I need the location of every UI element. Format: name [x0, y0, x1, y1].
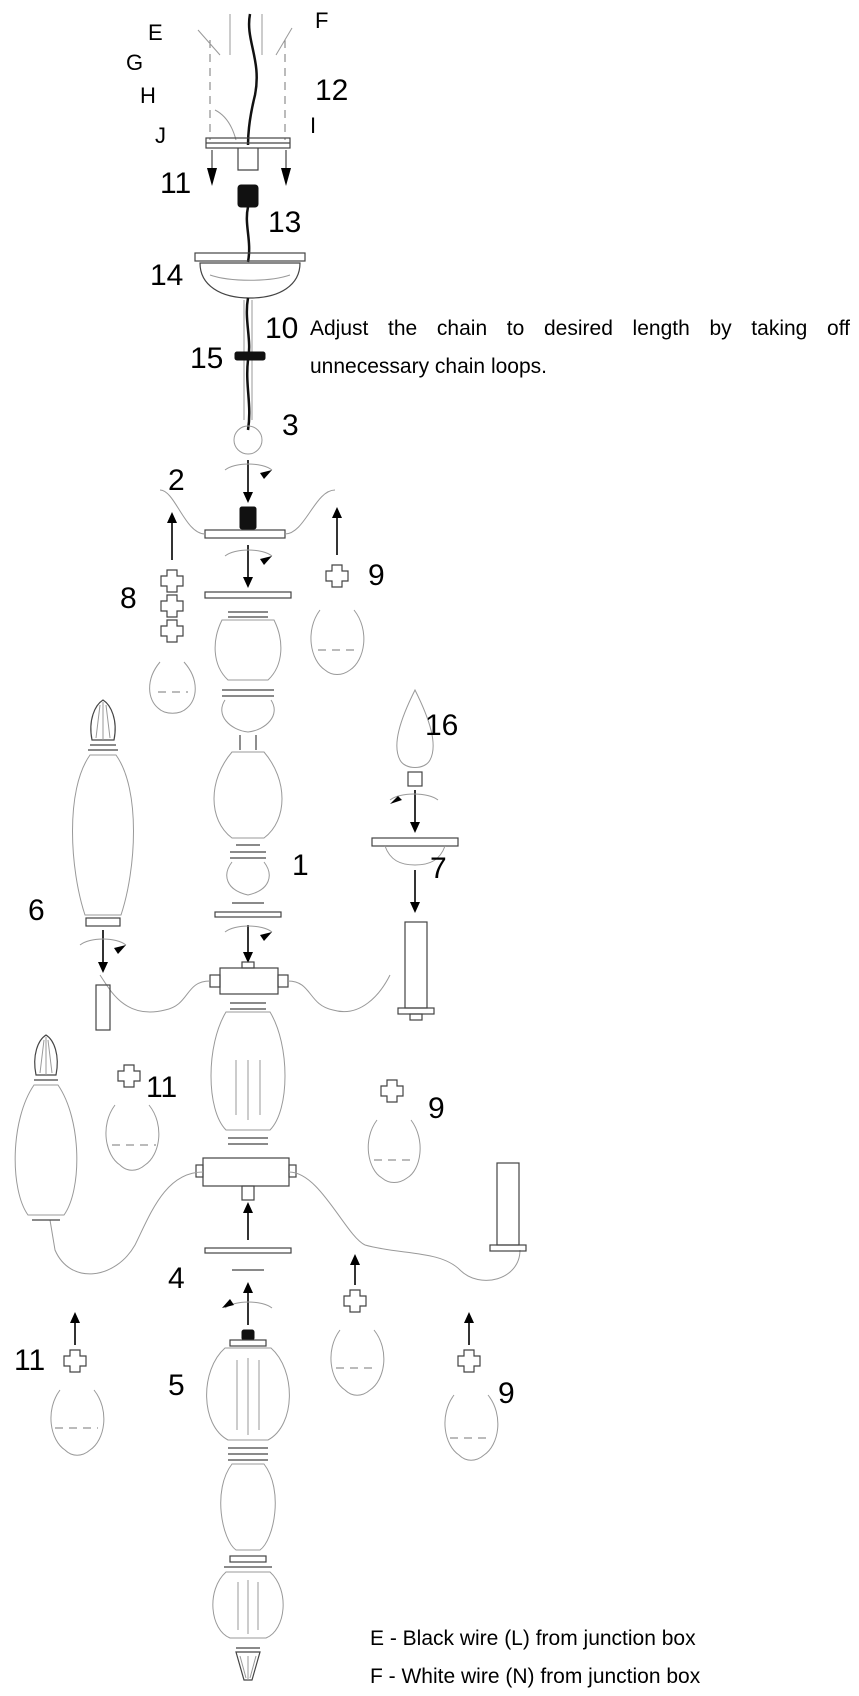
- crystal-lower-middle: [330, 1254, 385, 1396]
- legend-item-F: F - White wire (N) from junction box: [370, 1665, 701, 1688]
- label-16: 16: [425, 709, 458, 742]
- bulb: [396, 688, 434, 787]
- lower-right-candle: [489, 1162, 527, 1252]
- label-8: 8: [120, 582, 137, 615]
- label-12: 12: [315, 74, 348, 107]
- bobeche-cup: [371, 837, 459, 913]
- label-J: J: [155, 123, 166, 148]
- label-F: F: [315, 8, 328, 33]
- arrow-down-16: [389, 790, 439, 833]
- label-13: 13: [268, 206, 301, 239]
- crystal-9-upper: [310, 507, 365, 675]
- step-10-instruction: Adjust the chain to desired length by ta…: [310, 317, 850, 378]
- label-11-top: 11: [160, 167, 191, 200]
- label-1: 1: [292, 849, 309, 882]
- label-15: 15: [190, 342, 223, 375]
- lower-body: [49, 1157, 521, 1281]
- label-14: 14: [150, 259, 183, 292]
- canopy: [194, 252, 306, 299]
- threaded-nut: [237, 184, 259, 208]
- label-9-lower: 9: [498, 1377, 515, 1410]
- candle-sleeve: [397, 921, 435, 1021]
- bottom-column: [206, 1329, 290, 1681]
- crystal-11-mid: [105, 1064, 160, 1171]
- upper-column: [214, 611, 282, 750]
- label-2: 2: [168, 464, 185, 497]
- label-9-mid: 9: [428, 1092, 445, 1125]
- crystal-9-mid: [367, 1079, 421, 1183]
- crystal-9-lower: [444, 1312, 499, 1461]
- step-10-number: 10: [265, 312, 298, 345]
- label-3: 3: [282, 409, 299, 442]
- middle-column: [213, 751, 283, 918]
- label-5: 5: [168, 1369, 185, 1402]
- label-9-upper: 9: [368, 559, 385, 592]
- mounting-screw-right: [281, 150, 291, 186]
- lower-left-finial: [14, 1034, 78, 1221]
- label-11-mid: 11: [146, 1071, 177, 1104]
- label-H: H: [140, 83, 156, 108]
- crystal-chain-8: [149, 512, 196, 714]
- upper-arm-plate: [159, 489, 336, 588]
- left-finial-6: [72, 699, 134, 1031]
- chain-section: [233, 297, 266, 455]
- wire-to-canopy: [245, 206, 251, 263]
- label-4: 4: [168, 1262, 185, 1295]
- crystal-11-lower: [50, 1312, 105, 1456]
- wire-legend: E - Black wire (L) from junction box F -…: [370, 1620, 850, 1696]
- dish-plate: [204, 591, 292, 599]
- label-11-lower: 11: [14, 1344, 45, 1377]
- arrow-down-1: [224, 925, 273, 963]
- arrow-down-3: [224, 460, 273, 503]
- label-G: G: [126, 50, 143, 75]
- label-7: 7: [430, 852, 447, 885]
- mounting-screw-left: [207, 150, 217, 186]
- label-6: 6: [28, 894, 45, 927]
- ceiling-junction-box: [197, 13, 293, 171]
- mid-vase: [210, 1011, 286, 1145]
- middle-body: [99, 961, 391, 1013]
- label-I: I: [310, 113, 316, 138]
- legend-item-E: E - Black wire (L) from junction box: [370, 1627, 696, 1650]
- arrow-up-4: [204, 1202, 292, 1325]
- label-E: E: [148, 20, 163, 45]
